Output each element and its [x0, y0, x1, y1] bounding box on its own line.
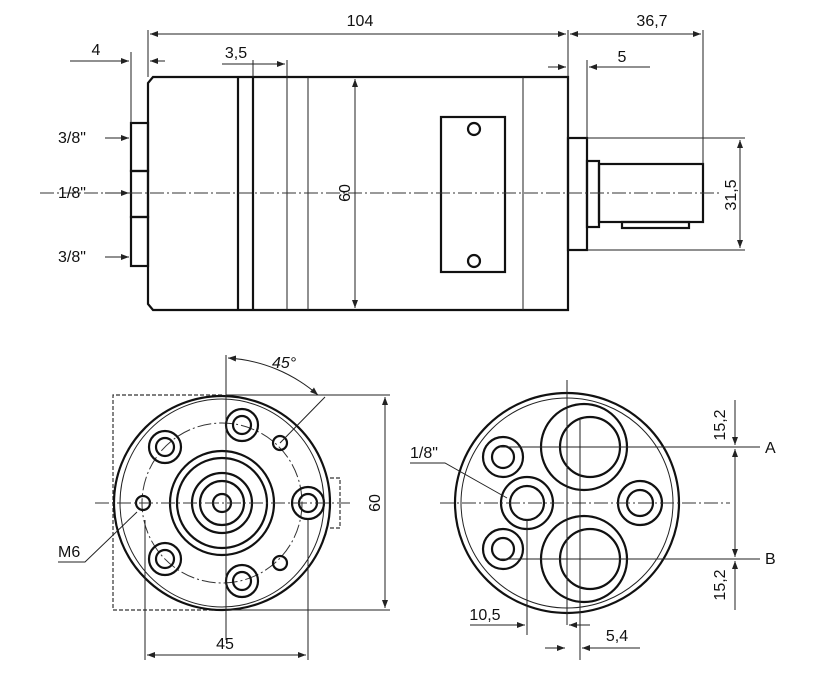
dim-port-offset: 4	[92, 42, 101, 59]
dim-offset-2: 5,4	[606, 628, 628, 645]
port-a-label: A	[765, 440, 776, 457]
bolt-holes	[134, 407, 326, 599]
shaft-key	[620, 220, 691, 230]
port-stub	[129, 169, 150, 219]
dim-offset-1: 10,5	[469, 607, 500, 624]
dim-height: 60	[337, 184, 354, 202]
dim-flange-height: 31,5	[723, 179, 740, 210]
drain-port-label: 1/8"	[410, 445, 438, 462]
dim-flange: 5	[618, 49, 627, 66]
front-view: 60 45° 45 M6	[58, 355, 390, 660]
port-stub	[129, 121, 150, 173]
port-b-label: B	[765, 551, 776, 568]
rear-view: 15,2 15,2 A B 1/8" 10,5 5,4	[410, 380, 776, 660]
port-label-bottom: 3/8"	[58, 249, 86, 266]
port-label-middle: 1/8"	[58, 185, 86, 202]
dim-front-height: 60	[367, 494, 384, 512]
side-view: 104 36,7 4 3,5 5 60 31,5 3/8" 1/8" 3/8"	[40, 13, 745, 312]
dim-port-a: 15,2	[712, 409, 729, 440]
port-label-top: 3/8"	[58, 130, 86, 147]
dim-port-b: 15,2	[712, 569, 729, 600]
dim-angle: 45°	[272, 355, 297, 372]
thread-label: M6	[58, 544, 80, 561]
dim-bolt-spacing: 45	[216, 636, 234, 653]
dim-band: 3,5	[225, 45, 247, 62]
dim-length: 104	[347, 13, 374, 30]
name-plate	[439, 115, 507, 274]
dim-shaft: 36,7	[636, 13, 667, 30]
flange	[566, 136, 589, 252]
port-stub	[129, 215, 150, 268]
